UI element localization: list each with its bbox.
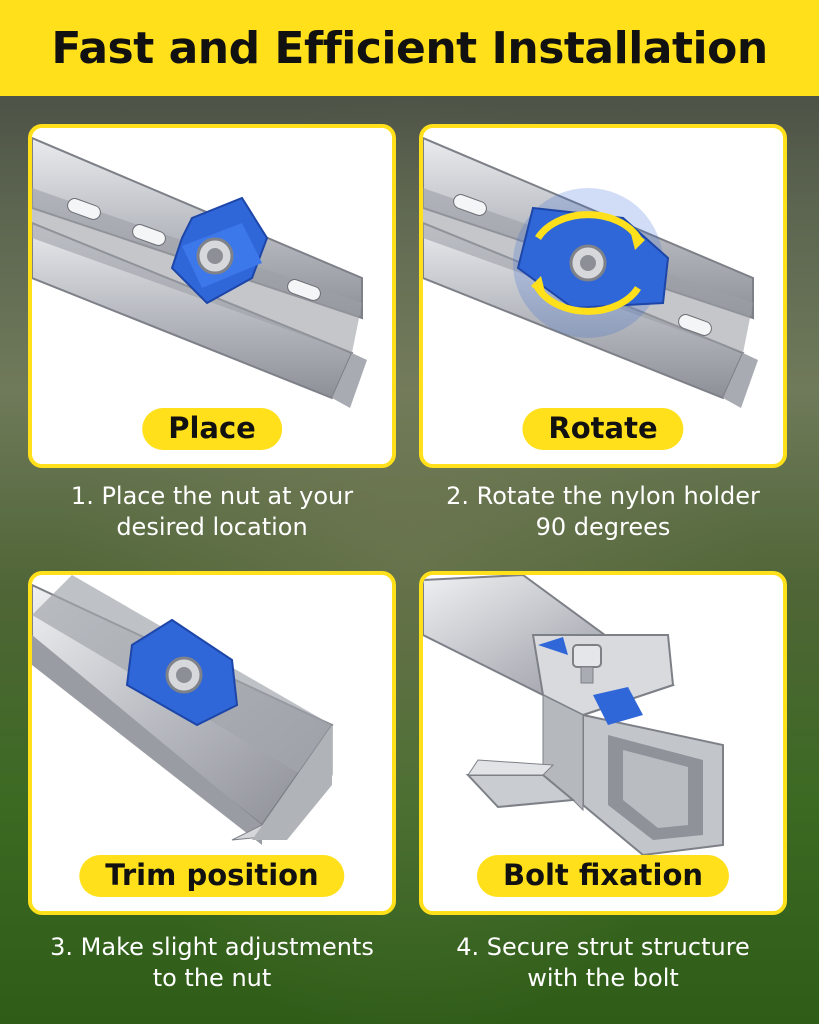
step-label-trim: Trim position: [79, 855, 345, 897]
step-caption-trim: 3. Make slight adjustments to the nut: [22, 932, 402, 994]
strut-nut-trim-illustration: [32, 575, 334, 845]
step-label-place: Place: [142, 408, 282, 450]
caption-line: 2. Rotate the nylon holder: [446, 482, 760, 510]
step-caption-rotate: 2. Rotate the nylon holder 90 degrees: [413, 481, 793, 543]
caption-line: to the nut: [152, 964, 272, 992]
page-title: Fast and Efficient Installation: [51, 22, 768, 74]
caption-line: desired location: [116, 513, 308, 541]
caption-line: 4. Secure strut structure: [456, 933, 750, 961]
step-card-rotate: Rotate: [419, 124, 787, 468]
step-card-trim: Trim position: [28, 571, 396, 915]
strut-nut-place-illustration: [32, 136, 367, 408]
step-card-bolt: Bolt fixation: [419, 571, 787, 915]
step-caption-bolt: 4. Secure strut structure with the bolt: [413, 932, 793, 994]
step-label-rotate: Rotate: [522, 408, 684, 450]
caption-line: 3. Make slight adjustments: [50, 933, 374, 961]
strut-bolt-bracket-illustration: [423, 575, 724, 857]
step-label-bolt: Bolt fixation: [476, 855, 730, 897]
title-banner: Fast and Efficient Installation: [0, 0, 819, 96]
step-card-place: Place: [28, 124, 396, 468]
caption-line: 90 degrees: [535, 513, 671, 541]
caption-line: with the bolt: [527, 964, 679, 992]
caption-line: 1. Place the nut at your: [70, 482, 354, 510]
step-caption-place: 1. Place the nut at your desired locatio…: [22, 481, 402, 543]
strut-nut-rotate-illustration: [423, 136, 758, 408]
